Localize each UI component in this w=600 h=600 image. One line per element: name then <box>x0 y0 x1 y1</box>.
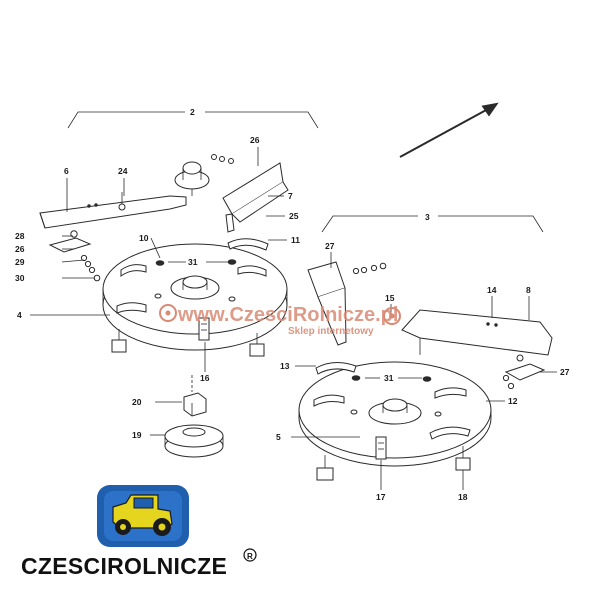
label-25: 25 <box>289 211 299 221</box>
label-24: 24 <box>118 166 128 176</box>
label-26-top: 26 <box>250 135 260 145</box>
left-disc-skids <box>111 329 265 357</box>
part-labels: 6 24 26 7 25 11 10 28 26 29 30 4 31 16 2… <box>15 135 570 502</box>
label-12: 12 <box>508 396 518 406</box>
right-blade-tag <box>375 436 387 460</box>
right-disc-skids <box>316 446 471 481</box>
coupling-20 <box>183 375 207 417</box>
logo-wordmark: CZESCIROLNICZE <box>21 553 227 579</box>
label-30: 30 <box>15 273 25 283</box>
label-4: 4 <box>17 310 22 320</box>
right-long-blade <box>401 309 553 356</box>
label-19: 19 <box>132 430 142 440</box>
small-blade-left <box>48 230 101 282</box>
left-disc-blade-slots <box>116 238 269 314</box>
label-26-left: 26 <box>15 244 25 254</box>
label-5: 5 <box>276 432 281 442</box>
label-16: 16 <box>200 373 210 383</box>
drive-hub-19 <box>164 424 224 458</box>
label-14: 14 <box>487 285 497 295</box>
hub-cap <box>174 161 210 196</box>
group-label-3: 3 <box>425 212 430 222</box>
label-28: 28 <box>15 231 25 241</box>
small-blade-right <box>502 354 546 390</box>
registered-mark: R <box>247 552 253 561</box>
right-disc-blade-slots <box>313 362 471 440</box>
label-31-left: 31 <box>188 257 198 267</box>
watermark-right-ring-icon <box>383 307 401 325</box>
left-long-blade <box>39 192 187 229</box>
tractor-icon <box>112 494 173 536</box>
brand-logo: CZESCIROLNICZE R <box>21 485 257 579</box>
group-3-bracket-left <box>321 215 418 233</box>
registered-mark-icon <box>243 548 257 562</box>
right-arm-bracket <box>307 261 387 346</box>
label-8: 8 <box>526 285 531 295</box>
watermark-left-ring-icon <box>159 304 177 322</box>
leader-lines <box>30 147 557 490</box>
label-13: 13 <box>280 361 290 371</box>
left-disc <box>102 243 288 351</box>
label-29: 29 <box>15 257 25 267</box>
group-label-2: 2 <box>190 107 195 117</box>
watermark: www.CzesciRolnicze.pl Sklep internetowy <box>159 304 401 337</box>
group-3-bracket-right <box>438 215 544 233</box>
watermark-site: www.CzesciRolnicze.pl <box>177 304 398 326</box>
rotation-direction-arrow <box>399 102 499 158</box>
label-11: 11 <box>291 235 300 245</box>
label-10: 10 <box>139 233 149 243</box>
right-disc <box>298 361 492 467</box>
label-17: 17 <box>376 492 386 502</box>
group-2-bracket-left <box>67 111 185 129</box>
label-7: 7 <box>288 191 293 201</box>
label-15: 15 <box>385 293 395 303</box>
label-18: 18 <box>458 492 468 502</box>
left-blade-tag <box>198 317 210 341</box>
watermark-tagline: Sklep internetowy <box>288 326 374 337</box>
label-20: 20 <box>132 397 142 407</box>
label-27-right: 27 <box>560 367 570 377</box>
group-2-bracket-right <box>205 111 319 129</box>
label-31-right: 31 <box>384 373 394 383</box>
label-6: 6 <box>64 166 69 176</box>
label-27-top: 27 <box>325 241 335 251</box>
left-arm-bracket <box>211 154 289 233</box>
